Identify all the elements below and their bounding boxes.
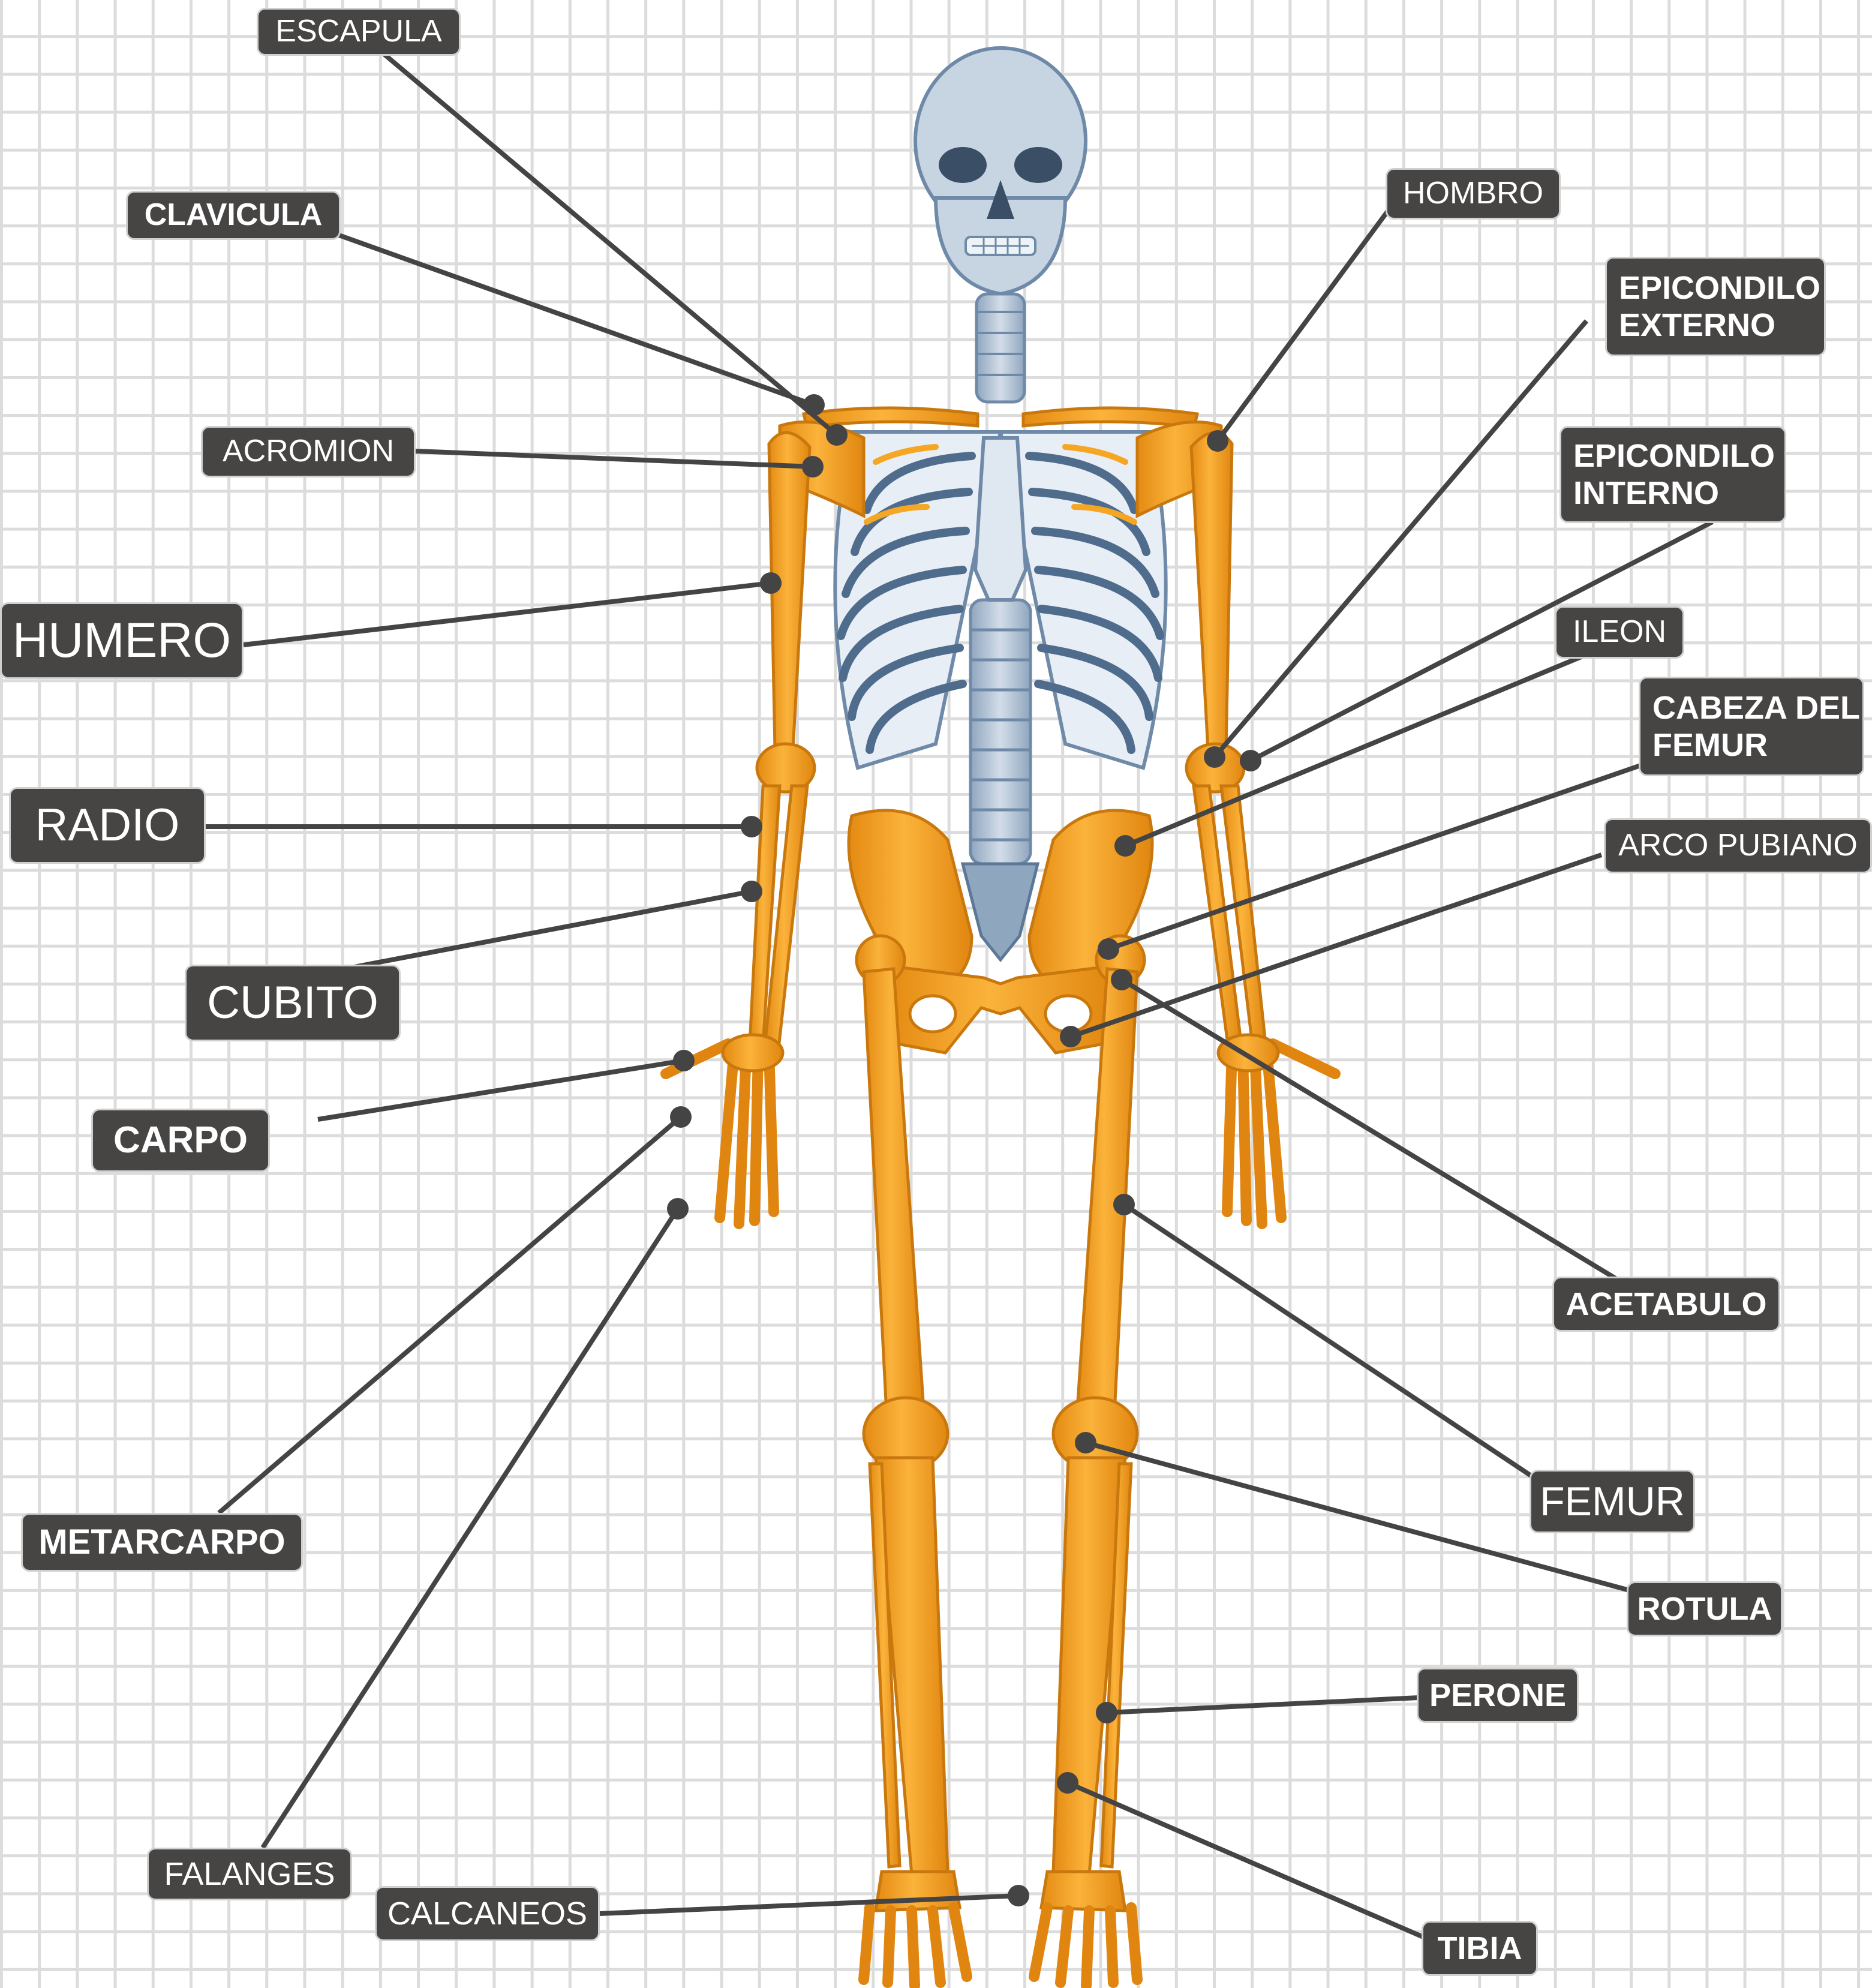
label-perone: PERONE <box>1417 1668 1579 1723</box>
label-falanges: FALANGES <box>147 1848 352 1900</box>
label-tibia: TIBIA <box>1422 1921 1538 1976</box>
spine <box>963 294 1038 960</box>
label-cabeza-del-femur: CABEZA DEL FEMUR <box>1639 677 1864 776</box>
label-radio: RADIO <box>9 787 206 864</box>
skull <box>915 48 1086 294</box>
label-carpo: CARPO <box>91 1109 270 1172</box>
label-epicondilo-interno: EPICONDILO INTERNO <box>1560 426 1786 523</box>
label-metarcarpo: METARCARPO <box>21 1513 303 1572</box>
label-escapula: ESCAPULA <box>257 8 461 56</box>
label-hombro: HOMBRO <box>1386 168 1561 220</box>
label-humero: HUMERO <box>0 602 244 679</box>
label-clavicula: CLAVICULA <box>126 191 341 240</box>
label-rotula: ROTULA <box>1627 1581 1783 1636</box>
label-acetabulo: ACETABULO <box>1552 1277 1780 1332</box>
label-cubito: CUBITO <box>185 965 401 1041</box>
label-calcaneos: CALCANEOS <box>375 1886 600 1941</box>
label-femur: FEMUR <box>1530 1470 1695 1533</box>
legs <box>857 936 1144 1986</box>
label-ileon: ILEON <box>1555 606 1684 659</box>
label-acromion: ACROMION <box>201 426 416 478</box>
label-epicondilo-externo: EPICONDILO EXTERNO <box>1605 257 1826 356</box>
label-arco-pubiano: ARCO PUBIANO <box>1604 818 1872 873</box>
